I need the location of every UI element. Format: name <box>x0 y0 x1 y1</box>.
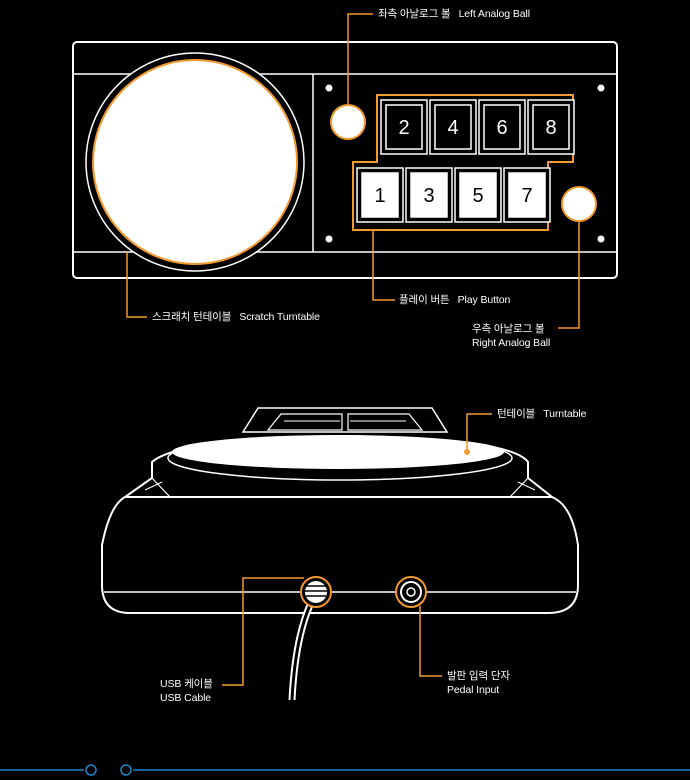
label-korean: 좌측 아날로그 볼 <box>378 8 451 20</box>
deck-corner-detail <box>509 477 529 498</box>
label-korean: 플레이 버튼 <box>399 294 450 306</box>
play-button-label: 1 <box>374 185 385 207</box>
play-button-label: 5 <box>472 185 483 207</box>
play-button-face <box>385 104 423 150</box>
label-turntable: 턴테이블 Turntable <box>497 407 586 421</box>
top-view: 1 2 3 4 5 6 7 8 <box>72 41 618 279</box>
label-english: Pedal Input <box>447 684 500 696</box>
label-english: Turntable <box>543 408 587 420</box>
left-analog-ball[interactable] <box>330 104 366 140</box>
leader-scratch-turntable <box>126 252 147 318</box>
right-analog-ball[interactable] <box>561 186 597 222</box>
label-korean: 발판 입력 단자 <box>447 670 510 682</box>
label-korean: USB 케이블 <box>160 678 213 690</box>
leader-usb-cable <box>222 577 304 686</box>
play-button-7[interactable]: 7 <box>503 167 551 223</box>
label-english: USB Cable <box>160 692 212 704</box>
screw-dot <box>597 235 605 243</box>
label-english: Scratch Turntable <box>239 311 320 323</box>
label-right-analog-ball: 우측 아날로그 볼 Right Analog Ball <box>472 322 550 350</box>
screw-dot <box>325 235 333 243</box>
play-button-face <box>434 104 472 150</box>
scratch-turntable-disc[interactable] <box>92 59 298 265</box>
play-button-face <box>483 104 521 150</box>
rear-button-left <box>266 413 343 431</box>
label-english: Right Analog Ball <box>472 337 551 349</box>
label-pedal-input: 발판 입력 단자 Pedal Input <box>447 669 510 697</box>
play-button-label: 6 <box>496 117 507 139</box>
play-button-8[interactable]: 8 <box>527 99 575 155</box>
usb-cable-grommet <box>305 581 327 603</box>
play-button-5[interactable]: 5 <box>454 167 502 223</box>
front-view <box>101 407 579 701</box>
usb-cable-strand <box>288 603 314 701</box>
play-button-face <box>508 172 546 218</box>
label-english: Left Analog Ball <box>458 8 530 20</box>
screw-dot <box>325 84 333 92</box>
controller-base-body <box>101 496 579 614</box>
play-button-label: 7 <box>521 185 532 207</box>
play-button-face <box>459 172 497 218</box>
label-english: Play Button <box>457 294 511 306</box>
usb-cable-strand <box>290 604 312 701</box>
turntable-platter[interactable] <box>172 435 504 469</box>
play-button-label: 2 <box>398 117 409 139</box>
label-korean: 스크래치 턴테이블 <box>152 311 232 323</box>
play-buttons: 1 2 3 4 5 6 7 8 <box>356 99 575 223</box>
leader-turntable <box>466 413 492 452</box>
deck-corner-detail <box>144 481 163 491</box>
play-button-2[interactable]: 2 <box>380 99 428 155</box>
pedal-input-jack-hole <box>406 587 416 597</box>
label-scratch-turntable: 스크래치 턴테이블 Scratch Turntable <box>152 310 320 324</box>
deck-corner-detail <box>151 477 171 498</box>
label-play-button: 플레이 버튼 Play Button <box>399 293 510 307</box>
leader-right-analog-ball <box>558 221 580 329</box>
label-korean: 우측 아날로그 볼 <box>472 323 545 335</box>
label-usb-cable: USB 케이블 USB Cable <box>160 677 213 705</box>
leader-play-button <box>372 230 395 301</box>
play-button-label: 3 <box>423 185 434 207</box>
leader-pedal-input <box>419 606 442 677</box>
play-button-label: 4 <box>447 117 458 139</box>
play-button-6[interactable]: 6 <box>478 99 526 155</box>
play-button-face <box>410 172 448 218</box>
label-korean: 턴테이블 <box>497 408 536 420</box>
rear-button-right <box>347 413 424 431</box>
play-button-face <box>361 172 399 218</box>
leader-left-analog-ball <box>347 13 373 105</box>
play-button-4[interactable]: 4 <box>429 99 477 155</box>
play-button-face <box>532 104 570 150</box>
screw-dot <box>597 84 605 92</box>
play-button-label: 8 <box>545 117 556 139</box>
play-button-1[interactable]: 1 <box>356 167 404 223</box>
footer-divider <box>0 764 690 776</box>
play-button-3[interactable]: 3 <box>405 167 453 223</box>
leader-turntable-dot <box>464 449 470 455</box>
deck-corner-detail <box>517 481 536 491</box>
label-left-analog-ball: 좌측 아날로그 볼 Left Analog Ball <box>378 7 530 21</box>
